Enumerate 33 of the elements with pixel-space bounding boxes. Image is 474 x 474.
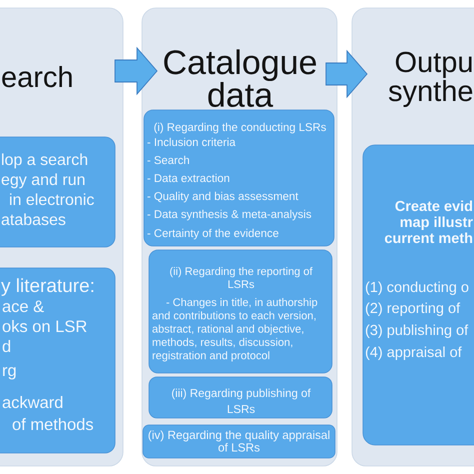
list-item: - Quality and bias assessment [148, 192, 298, 202]
box-heading: (i) Regarding the conducting LSRs [154, 122, 326, 134]
list-item: (3) publishing of [366, 324, 468, 338]
list-item: ace & oks on LSR d [2, 300, 87, 352]
box-heading: (ii) Regarding the reporting of LSRs [170, 267, 313, 288]
list-item: - Data extraction [148, 174, 230, 182]
list-item: - Search [148, 156, 189, 164]
text-box [148, 250, 332, 374]
column-title: Catalogue data [164, 49, 316, 107]
body-text: Create evid map illustr current meth [384, 200, 473, 244]
list-item: - Inclusion criteria [148, 138, 236, 146]
list-item: (4) appraisal of [366, 346, 462, 360]
block-arrow [326, 50, 368, 98]
list-item: rg [3, 367, 16, 380]
column-title: Outpu synthe [388, 52, 472, 107]
list-item: ackward of methods [2, 396, 94, 430]
body-text: lop a search egy and run in electronic atabases [2, 153, 94, 226]
text-box [148, 376, 332, 418]
column-title: earch [2, 66, 72, 88]
box-heading: y literature: [1, 278, 94, 296]
text-box [144, 110, 334, 246]
list-item: (1) conducting o [366, 282, 468, 295]
text-box [362, 144, 474, 446]
box-heading: (iii) Regarding publishing of LSRs [172, 388, 311, 414]
text-box [142, 424, 336, 458]
text-box [0, 136, 116, 248]
list-item: (2) reporting of [366, 302, 460, 316]
box-heading: (iv) Regarding the quality appraisal of LSRs [148, 430, 330, 452]
body-text: - Changes in title, in authorship and contributions to each version, abstract, rational and objective, methods, results, discussion, registration and protocol [152, 298, 318, 362]
list-item: - Certainty of the evidence [148, 228, 278, 240]
block-arrow [114, 46, 158, 96]
text-box [0, 268, 116, 454]
list-item: - Data synthesis & meta-analysis [148, 210, 312, 220]
